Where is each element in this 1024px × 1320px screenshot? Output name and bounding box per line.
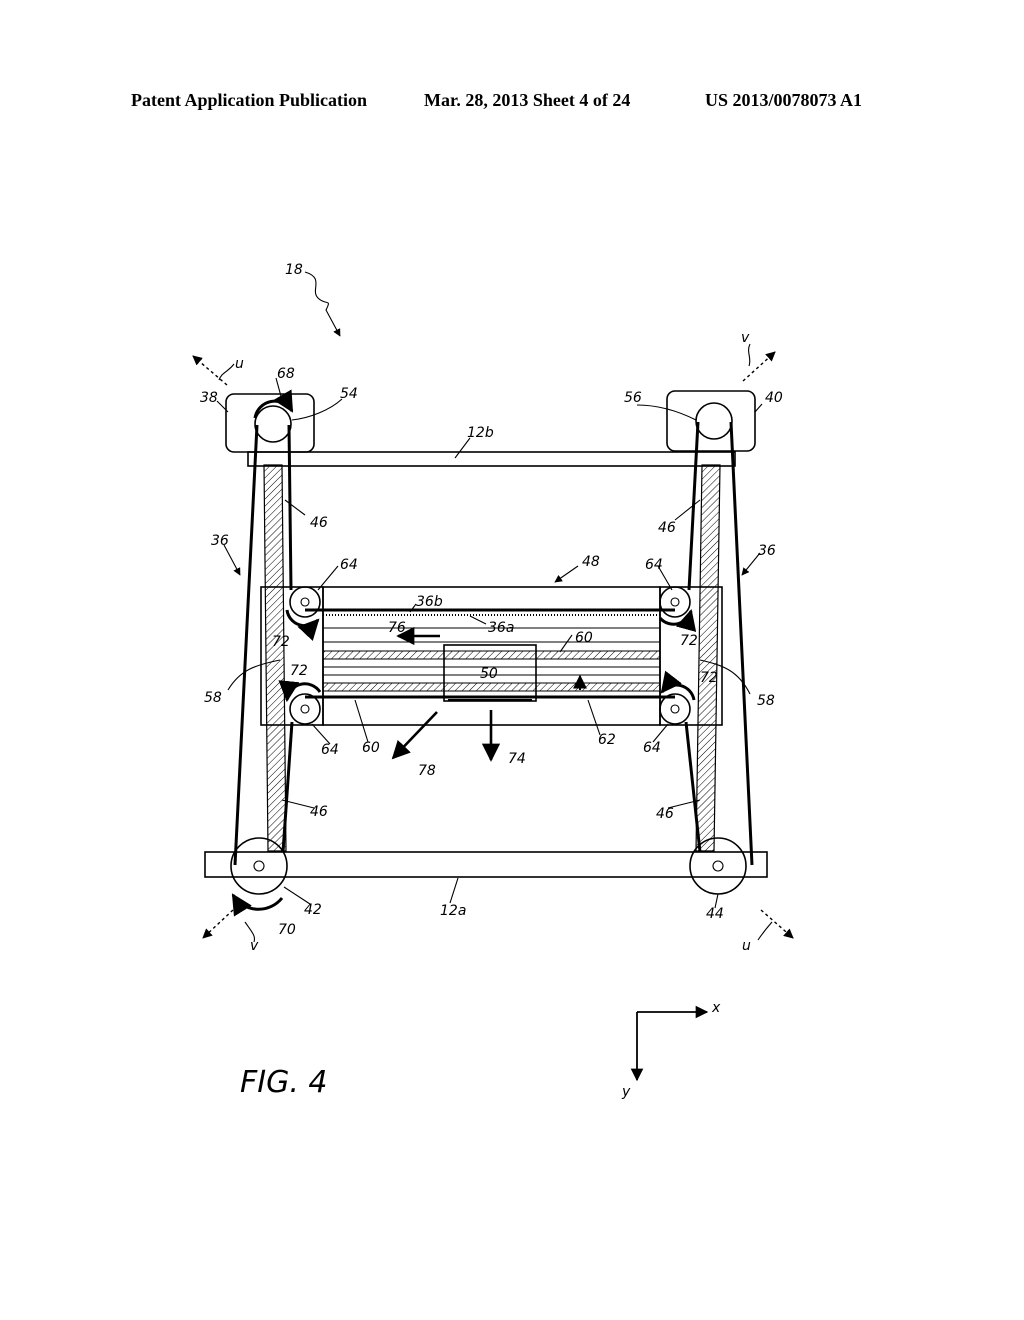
pulley-54 <box>254 405 292 443</box>
label-18: 18 <box>285 262 303 278</box>
right-belt-inner <box>687 421 700 591</box>
label-36-left: 36 <box>211 533 229 549</box>
left-belt-inner-lower <box>281 721 294 853</box>
label-46-lower-left: 46 <box>310 804 328 820</box>
label-12b: 12b <box>467 425 494 441</box>
rotation-arrow-72-lr <box>660 670 696 701</box>
label-v-bottom: v <box>250 938 259 954</box>
label-78: 78 <box>418 763 436 779</box>
rail-60-bottom <box>322 682 661 692</box>
label-64-upper-right: 64 <box>645 557 663 573</box>
motor-38 <box>225 393 315 453</box>
left-belt-36 <box>233 424 259 866</box>
label-74: 74 <box>508 751 526 767</box>
left-rail-46 <box>263 464 287 852</box>
label-72-lower-left: 72 <box>290 663 308 679</box>
label-46-upper-right: 46 <box>658 520 676 536</box>
bottom-rail-12a <box>204 851 768 878</box>
idler-pulley-64-ul <box>289 586 321 618</box>
top-rail-12b <box>247 451 736 467</box>
label-62: 62 <box>598 732 616 748</box>
rotation-arrow-70 <box>231 893 284 917</box>
motor-40 <box>666 390 756 452</box>
direction-arrow-u-bottom <box>760 909 794 939</box>
left-belt-inner <box>287 424 293 591</box>
idler-pulley-64-ur <box>659 586 691 618</box>
label-44: 44 <box>706 906 724 922</box>
label-64-lower-left: 64 <box>321 742 339 758</box>
label-38: 38 <box>200 390 218 406</box>
direction-arrow-v-bottom <box>202 909 234 939</box>
label-40: 40 <box>765 390 783 406</box>
rotation-arrow-72-ur <box>658 608 697 633</box>
label-48: 48 <box>582 554 600 570</box>
label-64-upper-left: 64 <box>340 557 358 573</box>
label-64-lower-right: 64 <box>643 740 661 756</box>
label-46-upper-left: 46 <box>310 515 328 531</box>
label-axis-y: y <box>621 1084 631 1100</box>
pulley-56 <box>695 402 733 440</box>
label-36-right: 36 <box>758 543 776 559</box>
header-publication-type: Patent Application Publication <box>131 90 368 110</box>
label-36a: 36a <box>488 620 514 636</box>
label-54: 54 <box>340 386 358 402</box>
motion-arrow-78 <box>391 711 438 760</box>
rotation-arrow-72-ll <box>278 680 322 703</box>
figure-title: FIG. 4 <box>240 1065 328 1100</box>
header-date-sheet: Mar. 28, 2013 Sheet 4 of 24 <box>424 90 631 110</box>
pulley-44 <box>689 837 747 895</box>
label-58-right: 58 <box>757 693 775 709</box>
label-46-lower-right: 46 <box>656 806 674 822</box>
label-76: 76 <box>388 620 406 636</box>
label-68: 68 <box>277 366 295 382</box>
right-belt-36 <box>729 421 754 866</box>
label-60-top: 60 <box>575 630 593 646</box>
label-42: 42 <box>304 902 322 918</box>
right-rail-46 <box>695 464 721 852</box>
idler-pulley-64-lr <box>659 693 691 725</box>
label-70: 70 <box>278 922 296 938</box>
label-u-top: u <box>235 356 244 372</box>
label-56: 56 <box>624 390 642 406</box>
header-patent-number: US 2013/0078073 A1 <box>705 90 863 110</box>
rotation-arrow-72-ul <box>285 609 320 641</box>
label-u-bottom: u <box>742 938 751 954</box>
rotation-arrow-68 <box>253 389 294 419</box>
label-50: 50 <box>480 666 498 682</box>
direction-arrow-v-top <box>742 351 776 382</box>
label-72-upper-left: 72 <box>272 634 290 650</box>
label-72-upper-right: 72 <box>680 633 698 649</box>
label-v-top: v <box>741 330 750 346</box>
pulley-42 <box>230 837 288 895</box>
label-12a: 12a <box>440 903 466 919</box>
label-72-lower-right: 72 <box>700 670 718 686</box>
reference-arrow-18 <box>304 271 341 337</box>
direction-arrow-u-top <box>192 355 228 386</box>
label-36b: 36b <box>416 594 443 610</box>
label-60-bottom: 60 <box>362 740 380 756</box>
label-58-left: 58 <box>204 690 222 706</box>
idler-pulley-64-ll <box>289 693 321 725</box>
label-axis-x: x <box>711 1000 721 1016</box>
rail-60-top <box>322 650 661 660</box>
right-belt-inner-lower <box>684 721 702 853</box>
